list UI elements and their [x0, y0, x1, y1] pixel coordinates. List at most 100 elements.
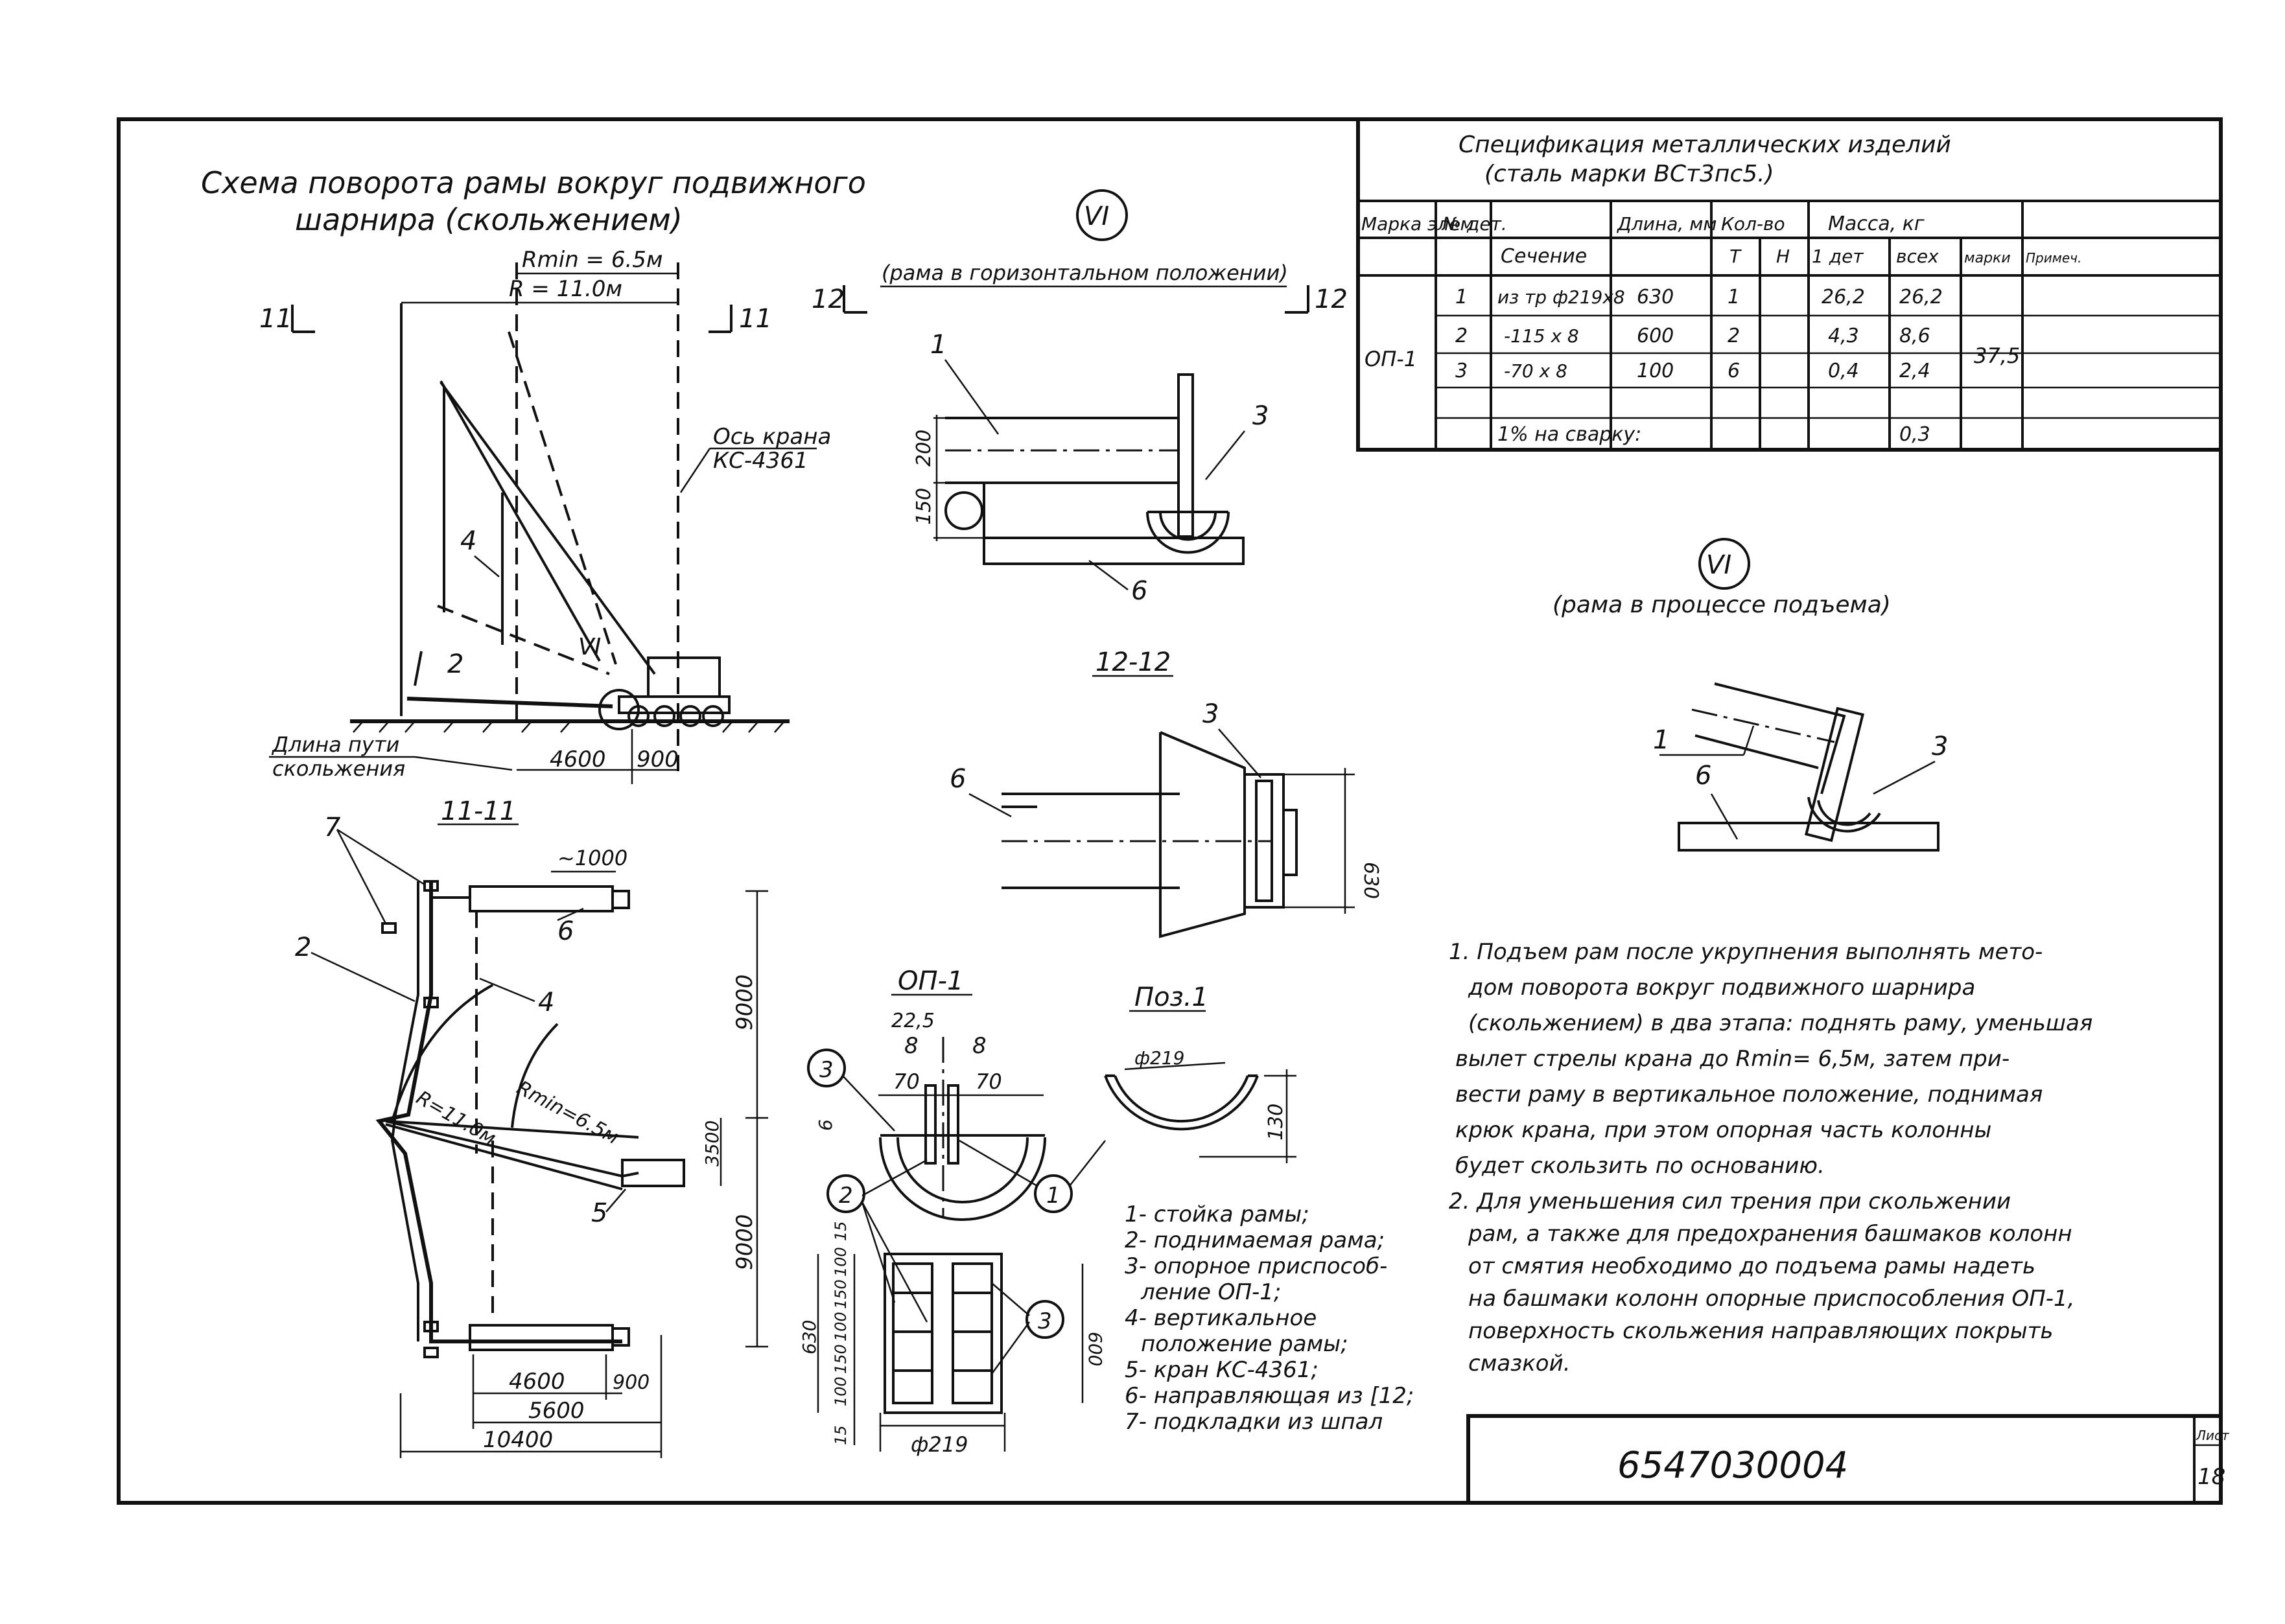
- section-mark-11-right: 11: [739, 304, 772, 334]
- op1-side-15-b: 15: [832, 1425, 850, 1445]
- spec-mark: ОП-1: [1365, 347, 1417, 371]
- spec-h-all: всех: [1896, 246, 1939, 267]
- spec-r3-qty: 6: [1728, 360, 1740, 382]
- view-vi-lifting-marker: VI: [1706, 550, 1731, 580]
- op1-dim-70-a: 70: [893, 1069, 920, 1094]
- scheme-pos4: 4: [460, 526, 476, 556]
- legend-item-2: 2- поднимаемая рама;: [1125, 1227, 1385, 1253]
- view-vi-caption: (рама в горизонтальном положении): [882, 261, 1288, 285]
- op1-side-150-a: 150: [832, 1279, 850, 1309]
- spec-title-2: (сталь марки ВСт3пс5.): [1484, 161, 1774, 187]
- sec11-dim-10400: 10400: [483, 1427, 553, 1453]
- op1-side-100-a: 100: [832, 1247, 850, 1277]
- legend-item-1: 1- стойка рамы;: [1125, 1201, 1309, 1227]
- sec12-mark-left: 12: [812, 284, 845, 314]
- vi-pos3: 3: [1252, 401, 1269, 431]
- path-length-label-2: скольжения: [272, 756, 405, 781]
- op1-dim-8-b: 8: [972, 1033, 987, 1059]
- spec-r3-no: 3: [1455, 360, 1468, 382]
- spec-r2-mass1: 4,3: [1828, 325, 1859, 347]
- op1-pos1-marker: 1: [1046, 1183, 1060, 1209]
- note-line-2: дом поворота вокруг подвижного шарнира: [1468, 975, 1975, 1001]
- stamp-code: 6547030004: [1617, 1444, 1848, 1487]
- spec-h-n: Н: [1776, 246, 1790, 267]
- op1-pos3-marker-side: 3: [1038, 1308, 1052, 1334]
- vi-pos6: 6: [1131, 576, 1147, 606]
- spec-title-1: Спецификация металлических изделий: [1459, 132, 1951, 158]
- scheme-vi: VI: [578, 634, 601, 660]
- section-mark-11-left: 11: [259, 304, 292, 334]
- spec-weld-label: 1% на сварку:: [1497, 423, 1641, 446]
- scheme-dim-900: 900: [637, 747, 679, 772]
- legend-item-4: 4- вертикальное: [1125, 1305, 1317, 1331]
- lifting-pos1: 1: [1653, 725, 1669, 755]
- vi-dim-200: 200: [913, 430, 935, 467]
- sec11-pos5: 5: [591, 1198, 607, 1228]
- section-12-12: 12-12 3 6 630: [950, 647, 1382, 938]
- note-line-12: поверхность скольжения направляющих покр…: [1468, 1318, 2053, 1344]
- r-label: R = 11.0м: [509, 276, 622, 302]
- spec-weld-value: 0,3: [1899, 423, 1930, 446]
- op1-detail: ОП-1 22,5 8 8 70 70 6 3 2 1: [799, 966, 1106, 1457]
- pos1-title: Поз.1: [1134, 982, 1208, 1012]
- op1-side-150-b: 150: [832, 1344, 850, 1374]
- notes: 1. Подъем рам после укрупнения выполнять…: [1449, 939, 2092, 1376]
- section-12-title: 12-12: [1096, 647, 1171, 677]
- op1-pos2-marker: 2: [839, 1183, 853, 1209]
- pos1-dim-130: 130: [1265, 1104, 1287, 1141]
- op1-title: ОП-1: [898, 966, 963, 996]
- note-line-13: смазкой.: [1468, 1351, 1571, 1376]
- crane-axis-label-1: Ось крана: [713, 424, 831, 450]
- note-line-3: (скольжением) в два этапа: поднять раму,…: [1468, 1010, 2092, 1036]
- spec-r2-qty: 2: [1728, 325, 1740, 347]
- legend: 1- стойка рамы; 2- поднимаемая рама; 3- …: [1125, 1201, 1414, 1435]
- view-vi-marker: VI: [1084, 202, 1109, 231]
- op1-side-100-c: 100: [832, 1376, 850, 1406]
- main-title: Схема поворота рамы вокруг подвижного ша…: [201, 165, 866, 237]
- rmin-label: Rmin = 6.5м: [522, 247, 663, 273]
- sec11-pos2: 2: [295, 933, 311, 962]
- section-11-title: 11-11: [441, 796, 516, 826]
- spec-r2-no: 2: [1455, 325, 1468, 347]
- spec-r2-massall: 8,6: [1899, 325, 1930, 347]
- op1-side-15-a: 15: [832, 1221, 850, 1241]
- main-title-line-2: шарнира (скольжением): [295, 202, 683, 237]
- note-line-1: 1. Подъем рам после укрупнения выполнять…: [1449, 939, 2043, 965]
- legend-item-6: 6- направляющая из [12;: [1125, 1383, 1414, 1409]
- vi-dim-150: 150: [913, 488, 935, 525]
- lifting-pos3: 3: [1932, 732, 1948, 761]
- lifting-pos6: 6: [1695, 761, 1711, 791]
- sec11-dim-1000: ~1000: [557, 846, 627, 870]
- spec-r3-section: -70 х 8: [1504, 360, 1567, 382]
- path-length-label-1: Длина пути: [271, 732, 399, 757]
- spec-r1-qty: 1: [1728, 286, 1740, 308]
- sec11-dim-3500: 3500: [701, 1120, 723, 1166]
- spec-r2-length: 600: [1637, 325, 1674, 347]
- vi-pos1: 1: [930, 330, 946, 360]
- sec11-dim-4600: 4600: [509, 1369, 565, 1395]
- op1-dim-6: 6: [815, 1119, 836, 1131]
- spec-h-note: Примеч.: [2026, 250, 2081, 266]
- legend-item-3: 3- опорное приспособ-: [1125, 1253, 1387, 1279]
- scheme-dim-4600: 4600: [550, 747, 606, 772]
- note-line-7: будет скользить по основанию.: [1455, 1153, 1825, 1179]
- view-vi-horizontal: VI (рама в горизонтальном положении) 12 …: [812, 189, 1348, 606]
- pos1-dia: ф219: [1134, 1047, 1184, 1069]
- note-line-5: вести раму в вертикальное положение, под…: [1455, 1082, 2043, 1108]
- stamp-sheet-label: Лист: [2196, 1428, 2230, 1443]
- spec-r3-massall: 2,4: [1899, 360, 1930, 382]
- op1-dim-8-a: 8: [904, 1033, 919, 1059]
- sec12-pos3: 3: [1202, 699, 1219, 729]
- view-vi-lifting-caption: (рама в процессе подъема): [1553, 592, 1891, 618]
- spec-r1-no: 1: [1455, 286, 1468, 308]
- op1-side-100-b: 100: [832, 1312, 850, 1341]
- sheet-frame: [117, 117, 2223, 1505]
- spec-h-mass: Масса, кг: [1828, 213, 1925, 235]
- spec-r1-massall: 26,2: [1899, 286, 1943, 308]
- spec-h-marki: марки: [1964, 250, 2011, 266]
- op1-dim-219: ф219: [911, 1432, 968, 1457]
- spec-h-qty: Кол-во: [1721, 213, 1785, 235]
- title-stamp: 6547030004 Лист 18: [1466, 1414, 2230, 1505]
- sec11-pos4: 4: [538, 988, 554, 1017]
